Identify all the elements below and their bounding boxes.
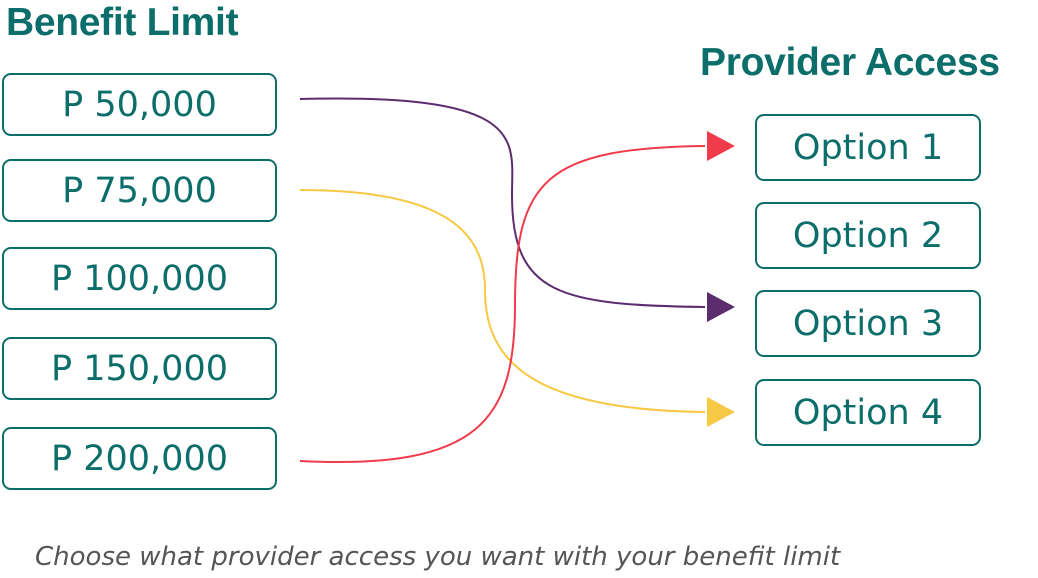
benefit-limit-box-150000[interactable]: P 150,000: [2, 337, 277, 400]
provider-option-1[interactable]: Option 1: [755, 114, 981, 181]
connector-75000-to-option-4: [299, 189, 706, 413]
benefit-limit-box-100000[interactable]: P 100,000: [2, 247, 277, 310]
connector-50000-to-option-3: [299, 97, 706, 308]
benefit-limit-heading: Benefit Limit: [6, 1, 239, 44]
provider-option-2[interactable]: Option 2: [755, 202, 981, 269]
provider-option-3[interactable]: Option 3: [755, 290, 981, 357]
provider-option-4[interactable]: Option 4: [755, 379, 981, 446]
arrowhead-option-4: [707, 397, 735, 427]
provider-access-heading: Provider Access: [700, 41, 1000, 84]
caption-text: Choose what provider access you want wit…: [35, 542, 841, 572]
connector-200000-to-option-1: [299, 145, 706, 463]
arrowhead-option-3: [707, 292, 735, 322]
benefit-limit-box-200000[interactable]: P 200,000: [2, 427, 277, 490]
benefit-limit-box-75000[interactable]: P 75,000: [2, 159, 277, 222]
arrowhead-option-1: [707, 131, 735, 161]
benefit-limit-box-50000[interactable]: P 50,000: [2, 73, 277, 136]
